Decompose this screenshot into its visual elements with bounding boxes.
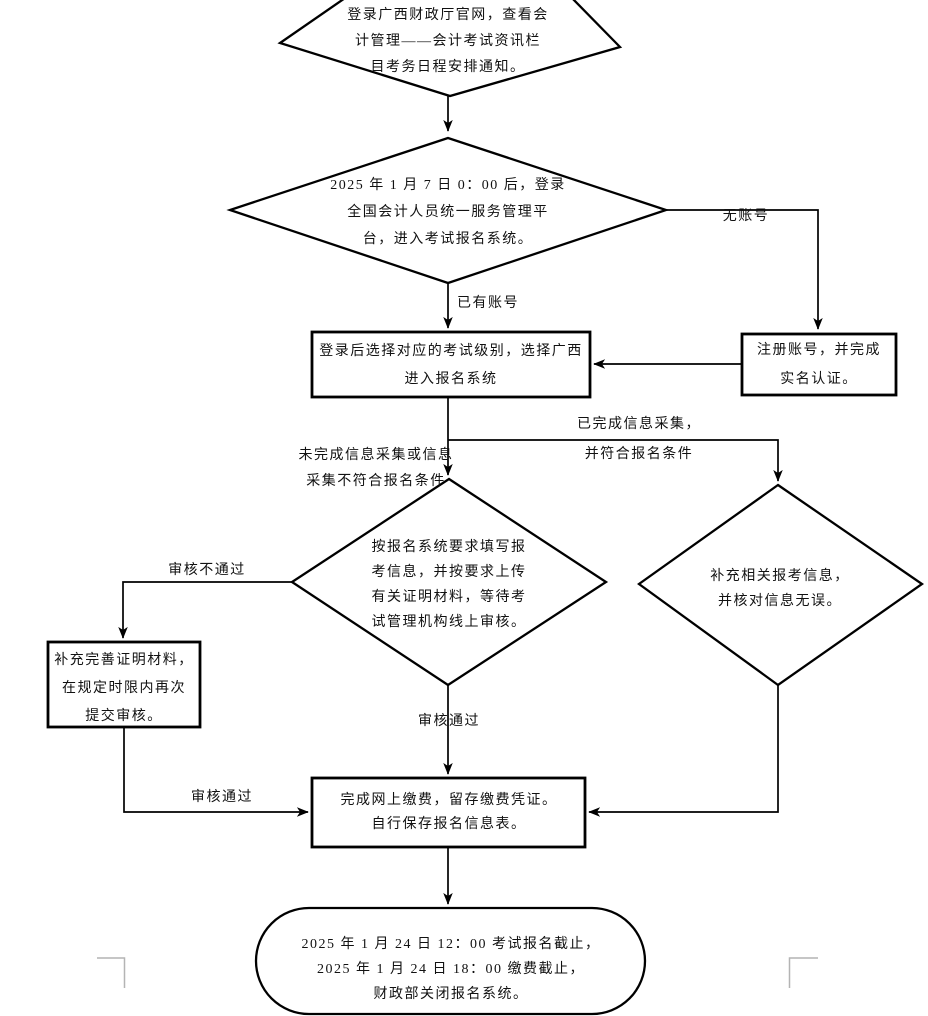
edge-supplement-to-pay [588,685,779,817]
node-register-account-text: 注册账号，并完成 实名认证。 [757,343,881,387]
shape-select-level-box [310,330,592,399]
node-login-platform-text: 2025 年 1 月 7 日 0：00 后，登录 全国会计人员统一服务管理平 台… [330,178,566,247]
edge-label-info-collected: 已完成信息采集， 并符合报名条件 [577,417,701,462]
edge-select-to-supplement [448,439,783,482]
node-select-level-text: 登录后选择对应的考试级别，选择广西 进入报名系统 [319,344,583,387]
edge-label-review-failed: 审核不通过 [168,563,246,578]
edge-label-info-not-collected: 未完成信息采集或信息 采集不符合报名条件 [298,448,454,489]
node-supplement-info-text: 补充相关报考信息， 并核对信息无误。 [710,569,850,609]
page-corner-mark-bottom-left [97,957,126,988]
shape-pay-box [310,776,587,849]
edge-label-no-account: 无账号 [722,209,770,224]
node-fill-info-text: 按报名系统要求填写报 考信息，并按要求上传 有关证明材料，等待考 试管理机构线上… [371,540,527,630]
edge-label-has-account: 已有账号 [457,296,519,311]
edge-label-review-passed-center: 审核通过 [418,714,480,729]
shape-check-notice-diamond [277,0,623,98]
node-check-notice-text: 登录广西财政厅官网，查看会 计管理——会计考试资讯栏 目考务日程安排通知。 [347,8,549,75]
page-corner-mark-bottom-right [788,957,818,988]
shape-resubmit-box [46,640,202,729]
shape-register-box [740,332,898,397]
shape-fill-info-diamond [289,477,609,687]
shape-deadline-terminator [254,906,647,1016]
shape-login-platform-diamond [226,136,670,285]
node-deadline-text: 2025 年 1 月 24 日 12：00 考试报名截止， 2025 年 1 月… [301,937,601,1002]
edge-label-review-passed-left: 审核通过 [191,790,253,805]
edge-review-failed [118,581,293,639]
shape-supplement-diamond [637,483,925,687]
node-resubmit-text: 补充完善证明材料， 在规定时限内再次 提交审核。 [54,653,194,724]
edge-login-no-account [664,209,823,330]
node-pay-fee-text: 完成网上缴费，留存缴费凭证。 自行保存报名信息表。 [340,793,558,832]
edge-resubmit-to-pay [123,727,309,817]
